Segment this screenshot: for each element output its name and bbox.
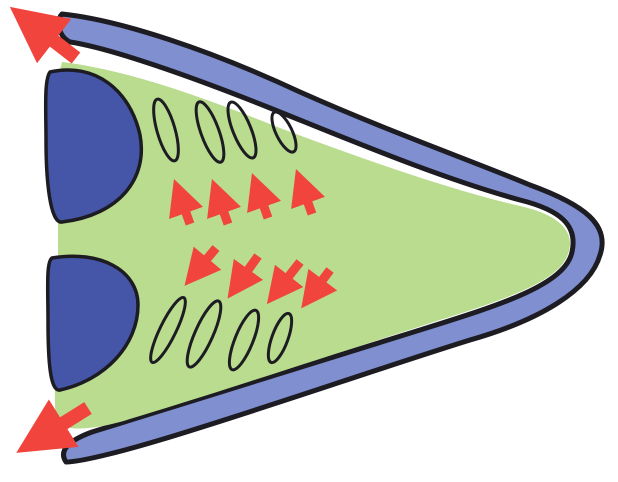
cell-diagram	[0, 0, 618, 482]
diagram-canvas	[0, 0, 618, 482]
